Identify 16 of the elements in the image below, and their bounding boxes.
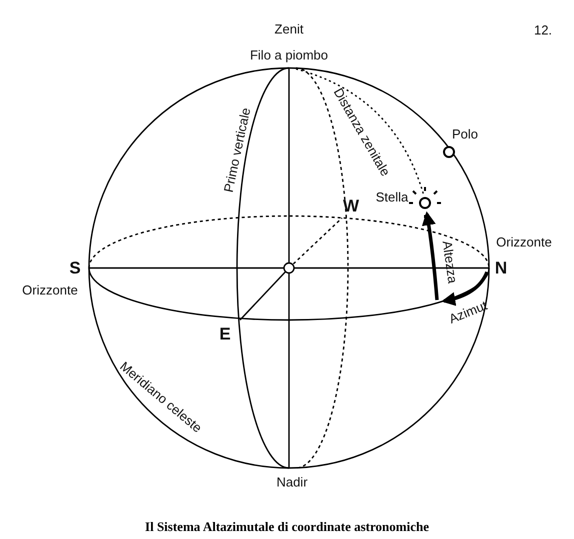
arc-label: Altezza (440, 240, 460, 284)
circle-label: Orizzonte (496, 236, 552, 248)
point-label: Zenit (274, 22, 304, 36)
cardinal-point-label: S (69, 260, 81, 276)
page-number: 12. (534, 24, 552, 36)
cardinal-point-label: E (219, 326, 231, 342)
point-label: Stella (376, 190, 408, 204)
figure-caption: Il Sistema Altazimutale di coordinate astronomiche (144, 519, 430, 535)
axis-label: Filo a piombo (250, 48, 328, 62)
circle-label: Primo verticale (222, 106, 252, 194)
point-label: Nadir (276, 476, 308, 488)
point-label: Polo (452, 128, 478, 140)
cardinal-point-label: W (342, 198, 360, 214)
cardinal-point-label: N (494, 260, 508, 276)
circle-label: Orizzonte (22, 284, 78, 296)
arc-label: Azimut (447, 298, 489, 326)
